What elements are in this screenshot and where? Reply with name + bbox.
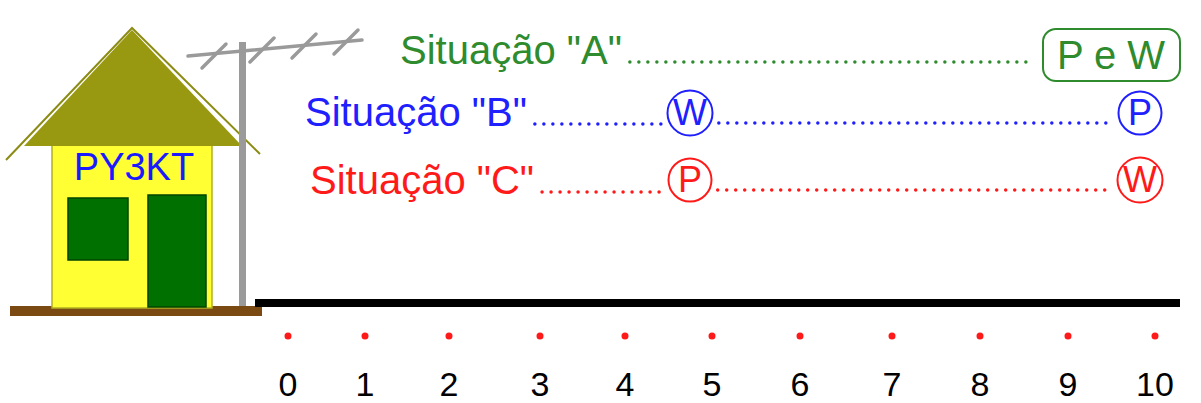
circle-outline	[1119, 92, 1162, 135]
situation-label: Situação "A"	[400, 28, 622, 72]
station-callsign: PY3KT	[74, 147, 194, 189]
antenna-mast	[239, 42, 246, 306]
house-wall	[52, 138, 212, 308]
distance-number: 1	[356, 366, 375, 403]
circle-outline	[1118, 158, 1163, 203]
dotted-connector	[718, 188, 1111, 192]
distance-number: 6	[791, 366, 810, 403]
node-text: W	[1123, 160, 1157, 200]
situation-label: Situação "C"	[310, 158, 534, 202]
node-text: P	[1128, 93, 1152, 133]
axis-ticks	[285, 333, 1159, 340]
situation-label: Situação "B"	[305, 90, 527, 134]
circle-outline	[669, 159, 712, 202]
distance-number: 9	[1059, 366, 1078, 403]
distance-number: 2	[440, 366, 459, 403]
yagi-antenna	[188, 30, 362, 68]
position-circle: P	[1117, 90, 1163, 136]
distance-number: 4	[616, 366, 635, 403]
distance-axis	[255, 299, 1180, 307]
distance-number: 10	[1136, 366, 1174, 403]
position-circle: W	[666, 89, 714, 137]
distance-number: 8	[971, 366, 990, 403]
distance-number: 7	[883, 366, 902, 403]
distance-number: 5	[703, 366, 722, 403]
position-circle: P	[667, 157, 713, 203]
node-text: P e W	[1057, 33, 1165, 77]
house-door	[148, 195, 206, 307]
situation-box: P e W	[1042, 28, 1181, 82]
house-window	[68, 198, 128, 260]
dotted-connector	[719, 121, 1112, 125]
distance-number: 0	[279, 366, 298, 403]
dotted-leader	[535, 122, 662, 126]
circle-outline	[668, 91, 713, 136]
node-text: W	[673, 93, 707, 133]
house-roof	[24, 30, 242, 146]
dotted-leader	[630, 60, 1035, 64]
roof-eaves	[6, 28, 260, 160]
position-circle: W	[1116, 156, 1164, 204]
node-text: P	[678, 160, 702, 200]
dotted-leader	[542, 190, 663, 194]
distance-number: 3	[531, 366, 550, 403]
